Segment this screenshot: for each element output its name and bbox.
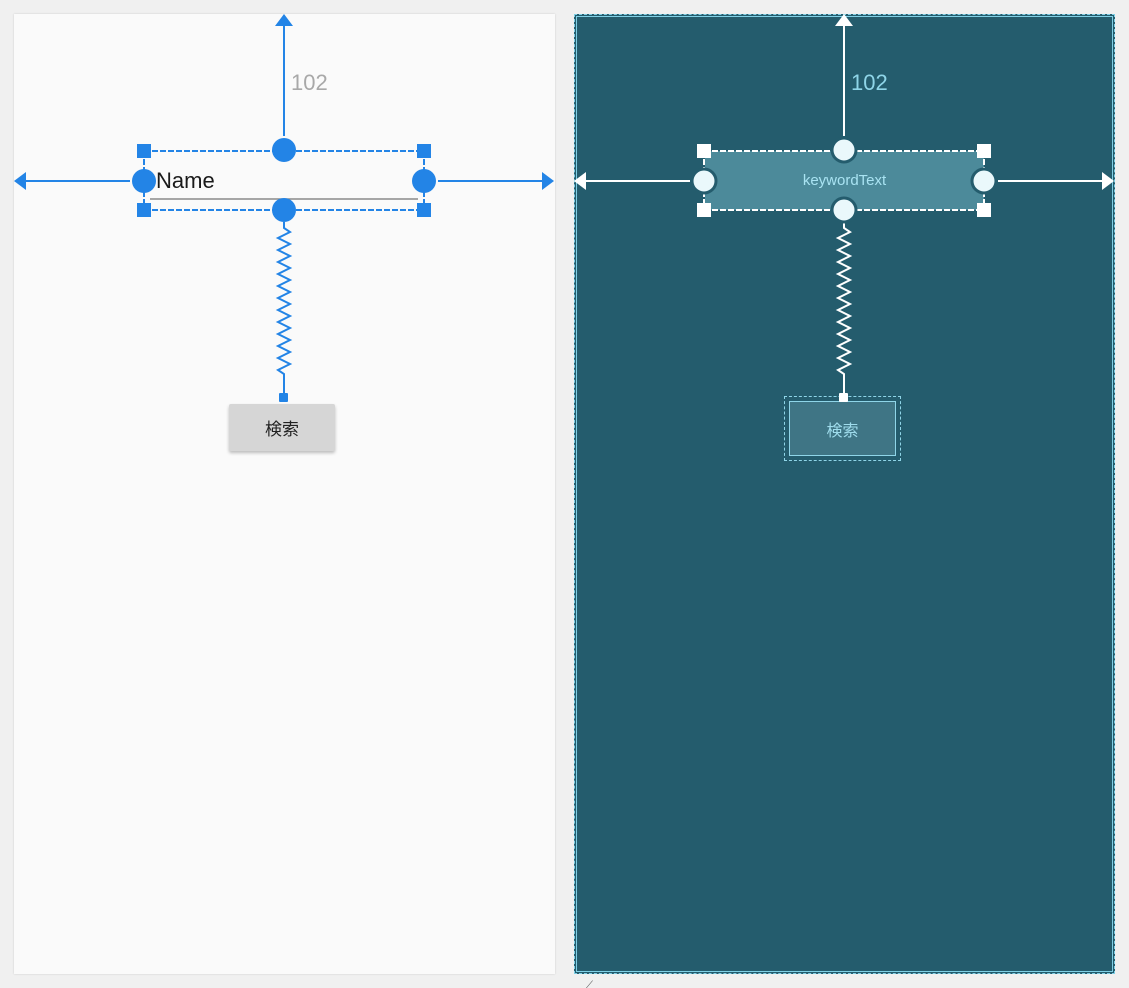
resize-handle-top-right[interactable]: [417, 144, 431, 158]
blueprint-button-anchor-point[interactable]: [839, 393, 848, 402]
resize-handle-top-left[interactable]: [137, 144, 151, 158]
blueprint-resize-handle-bottom-left[interactable]: [697, 203, 711, 217]
blueprint-top-anchor[interactable]: [830, 136, 858, 164]
blueprint-bottom-constraint-spring: [835, 222, 853, 396]
resize-handle-bottom-left[interactable]: [137, 203, 151, 217]
blueprint-constraints: [574, 14, 1114, 402]
design-view-panel[interactable]: [14, 14, 555, 974]
blueprint-top-constraint-arrow-icon: [835, 14, 853, 26]
blueprint-right-constraint-arrow-icon: [1102, 172, 1114, 190]
blueprint-right-anchor[interactable]: [970, 167, 998, 195]
top-anchor[interactable]: [272, 138, 296, 162]
blueprint-search-button-label: 検索: [826, 422, 859, 440]
blueprint-resize-handle-bottom-right[interactable]: [977, 203, 991, 217]
left-constraint-arrow-icon: [14, 172, 26, 190]
button-anchor-point[interactable]: [279, 393, 288, 402]
left-anchor[interactable]: [132, 169, 156, 193]
blueprint-resize-handle-top-right[interactable]: [977, 144, 991, 158]
bottom-anchor[interactable]: [272, 198, 296, 222]
bottom-constraint-spring: [275, 222, 293, 396]
blueprint-top-margin-label: 102: [851, 70, 888, 95]
design-constraints: [14, 14, 554, 402]
edit-text-name-field[interactable]: Name: [156, 168, 215, 193]
blueprint-edit-text-id: keywordText: [802, 172, 887, 189]
resize-handle-bottom-right[interactable]: [417, 203, 431, 217]
resize-corner-icon[interactable]: ⟋: [586, 980, 593, 988]
blueprint-left-constraint-arrow-icon: [574, 172, 586, 190]
blueprint-bottom-anchor[interactable]: [830, 196, 858, 224]
blueprint-left-anchor[interactable]: [690, 167, 718, 195]
search-button-label: 検索: [265, 420, 299, 439]
top-constraint-arrow-icon: [275, 14, 293, 26]
design-top-margin-label: 102: [291, 70, 328, 95]
right-anchor[interactable]: [412, 169, 436, 193]
search-button[interactable]: 検索: [229, 404, 335, 451]
blueprint-resize-handle-top-left[interactable]: [697, 144, 711, 158]
right-constraint-arrow-icon: [542, 172, 554, 190]
